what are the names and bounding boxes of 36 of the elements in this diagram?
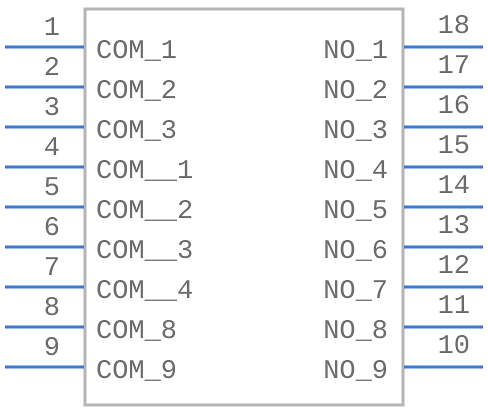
pin-number: 18 (438, 12, 470, 42)
pin-number: 3 (44, 94, 60, 124)
pin-name: NO_9 (323, 357, 388, 387)
pin-name: COM__2 (96, 197, 194, 227)
pin-number: 10 (438, 332, 470, 362)
pin-name: NO_4 (323, 157, 388, 187)
pin-number: 17 (438, 52, 470, 82)
pin-number: 11 (438, 292, 470, 322)
pin-number: 9 (44, 334, 60, 364)
pin-name: NO_6 (323, 237, 388, 267)
pin-number: 2 (44, 54, 60, 84)
pin-number: 14 (438, 172, 470, 202)
pin-name: COM_3 (96, 117, 178, 147)
pin-number: 7 (44, 254, 60, 284)
pin-number: 15 (438, 132, 470, 162)
pin-number: 13 (438, 212, 470, 242)
pin-number: 16 (438, 92, 470, 122)
pin-name: COM_8 (96, 317, 178, 347)
pin-name: NO_3 (323, 117, 388, 147)
pin-name: COM__1 (96, 157, 194, 187)
pin-name: COM_1 (96, 37, 178, 67)
pin-name: NO_2 (323, 77, 388, 107)
pin-name: NO_8 (323, 317, 388, 347)
pin-number: 6 (44, 214, 60, 244)
pin-name: NO_5 (323, 197, 388, 227)
pin-number: 5 (44, 174, 60, 204)
pin-number: 8 (44, 294, 60, 324)
pin-name: COM__4 (96, 277, 194, 307)
pin-name: NO_7 (323, 277, 388, 307)
pin-name: NO_1 (323, 37, 388, 67)
pin-number: 1 (44, 14, 60, 44)
pin-name: COM_2 (96, 77, 178, 107)
pin-name: COM__3 (96, 237, 194, 267)
pin-name: COM_9 (96, 357, 178, 387)
pin-number: 12 (438, 252, 470, 282)
pin-number: 4 (44, 134, 60, 164)
